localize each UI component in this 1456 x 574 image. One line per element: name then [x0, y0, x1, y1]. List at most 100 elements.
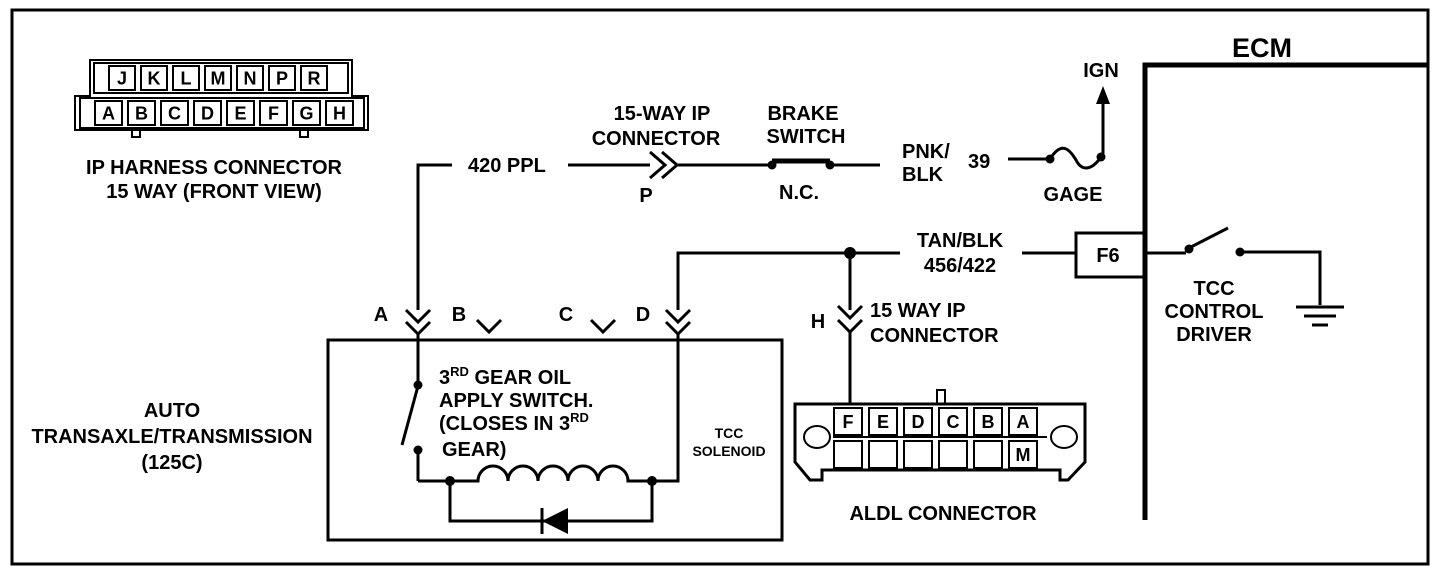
ip-connector-h-line2: CONNECTOR [870, 325, 999, 347]
pin-cell [1008, 407, 1038, 436]
transaxle-line3: (125C) [141, 452, 202, 474]
ecm-boundary [1142, 62, 1428, 520]
tcc-solenoid-line2: SOLENOID [692, 443, 765, 459]
tcc-driver-line2: CONTROL [1165, 301, 1264, 323]
pin-letter: M [211, 68, 226, 88]
pin-letter: D [201, 103, 214, 123]
pin-letter: B [135, 103, 148, 123]
gage-label: GAGE [1044, 184, 1103, 206]
pin-cell [226, 100, 255, 126]
ign-label: IGN [1083, 60, 1119, 82]
wire-pnk-line1: PNK/ [902, 141, 950, 163]
connector-h-chevron [836, 304, 864, 321]
pin-cell [127, 100, 156, 126]
ip-harness-title: IP HARNESS CONNECTOR [86, 157, 343, 179]
pin-cell [1008, 440, 1038, 469]
pin-letter: H [333, 103, 346, 123]
terminal-c-label: C [559, 304, 573, 326]
pin-cell [973, 440, 1003, 469]
pin-letter: E [877, 412, 889, 432]
terminal-b-chevron [475, 318, 503, 335]
transaxle-line1: AUTO [144, 400, 200, 422]
pin-cell [259, 100, 288, 126]
pin-letter: G [299, 103, 313, 123]
pin-cell [160, 100, 189, 126]
pin-cell [833, 407, 863, 436]
gage-fuse [1048, 146, 1103, 170]
pin-cell [94, 100, 123, 126]
pin-cell [833, 440, 863, 469]
pin-cell [193, 100, 222, 126]
pin-cell [973, 407, 1003, 436]
pin-letter: F [268, 103, 279, 123]
terminal-a-label: A [374, 304, 388, 326]
pin-letter: R [308, 68, 321, 88]
wire-420-label: 420 PPL [468, 155, 546, 177]
brake-switch-state: N.C. [779, 182, 819, 204]
wire-420-ppl [416, 163, 452, 310]
pin-cell [938, 440, 968, 469]
diagram-border [10, 8, 1430, 566]
pin-cell [140, 65, 168, 91]
tcc-driver-switch [1188, 226, 1229, 250]
aldl-connector: F E D C B A M [793, 389, 1087, 482]
pin-letter: A [1017, 412, 1030, 432]
terminal-c-chevron [589, 318, 617, 335]
pin-cell [868, 440, 898, 469]
pin-cell [204, 65, 232, 91]
pin-letter: J [117, 68, 127, 88]
ip-connector-top-line1: 15-WAY IP [614, 103, 711, 125]
pin-letter: D [912, 412, 925, 432]
aldl-label: ALDL CONNECTOR [849, 503, 1037, 525]
ip-connector-top-pin: P [639, 185, 652, 207]
terminal-d-chevron [664, 308, 692, 325]
pin-letter: F [843, 412, 854, 432]
pin-cell [903, 440, 933, 469]
tcc-solenoid-coil [450, 464, 652, 483]
pin-cell [108, 65, 136, 91]
pin-cell [325, 100, 354, 126]
wire-pnk-circuit: 39 [968, 151, 990, 173]
tcc-driver-line3: DRIVER [1176, 324, 1252, 346]
f6-pin-box [1074, 231, 1146, 279]
transaxle-box [326, 338, 784, 542]
ip-connector-h-line1: 15 WAY IP [870, 300, 966, 322]
pin-letter: P [276, 68, 288, 88]
pin-cell [938, 407, 968, 436]
ip-harness-subtitle: 15 WAY (FRONT VIEW) [106, 181, 322, 203]
brake-switch-line1: BRAKE [767, 103, 838, 125]
pin-cell [903, 407, 933, 436]
terminal-b-label: B [452, 304, 466, 326]
transaxle-line2: TRANSAXLE/TRANSMISSION [31, 426, 312, 448]
ecm-title: ECM [1232, 33, 1292, 63]
connector-p-chevron [649, 150, 668, 180]
pin-cell [268, 65, 296, 91]
pin-letter: C [947, 412, 960, 432]
oil-switch-line4: GEAR) [442, 439, 506, 461]
pin-cell [868, 407, 898, 436]
tcc-solenoid-line1: TCC [715, 425, 744, 441]
pin-letter: M [1016, 445, 1031, 465]
pin-cell [300, 65, 328, 91]
oil-switch-line2: APPLY SWITCH. [439, 390, 593, 412]
f6-label: F6 [1096, 245, 1119, 267]
oil-switch-line3: (CLOSES IN 3RD [439, 410, 589, 435]
pin-letter: L [181, 68, 192, 88]
terminal-h-label: H [811, 311, 825, 333]
pin-letter: K [148, 68, 161, 88]
brake-switch-line2: SWITCH [767, 126, 846, 148]
oil-switch-line1: 3RD GEAR OIL [439, 364, 571, 389]
pin-cell [172, 65, 200, 91]
oil-switch-blade [400, 385, 420, 446]
pin-cell [292, 100, 321, 126]
ip-connector-top-line2: CONNECTOR [592, 128, 721, 150]
pin-letter: C [168, 103, 181, 123]
suppression-diode [542, 508, 568, 534]
terminal-d-label: D [636, 304, 650, 326]
wire-tan-line2: 456/422 [924, 255, 996, 277]
pin-letter: B [982, 412, 995, 432]
pin-cell [236, 65, 264, 91]
wire-pnk-line2: BLK [902, 164, 944, 186]
